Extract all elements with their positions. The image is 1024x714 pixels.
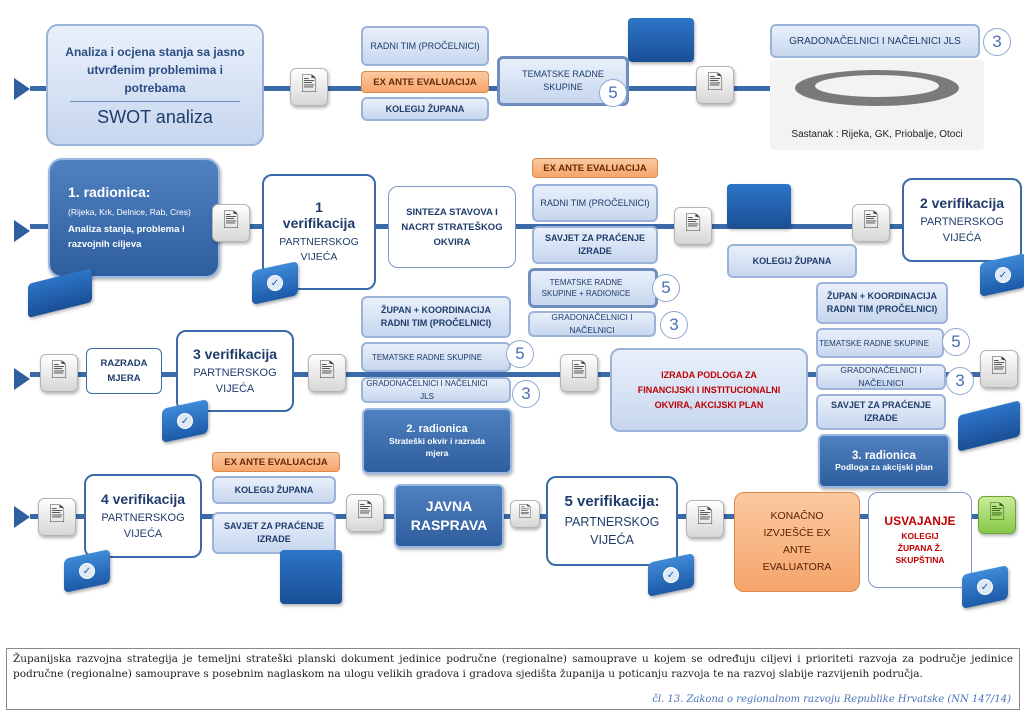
sinteza-box: SINTEZA STAVOVA I NACRT STRATEŠKOG OKVIR… (388, 186, 516, 268)
verif4-box: 4 verifikacija PARTNERSKOG VIJEĆA (84, 474, 202, 558)
meeting-icon (727, 184, 791, 228)
ex-ante-label: EX ANTE EVALUACIJA (212, 452, 340, 472)
document-icon: 🖹 (212, 204, 250, 242)
tematske-count: 5 (652, 274, 680, 302)
ex-ante-label: EX ANTE EVALUACIJA (361, 71, 489, 93)
swot-label: SWOT analiza (97, 106, 213, 127)
gradonacelnici-count: 3 (660, 311, 688, 339)
verif4-sub: PARTNERSKOG VIJEĆA (101, 511, 185, 540)
document-icon: 🖹 (38, 498, 76, 536)
verif3-box: 3 verifikacija PARTNERSKOG VIJEĆA (176, 330, 294, 412)
document-icon: 🖹 (346, 494, 384, 532)
sastanak-label: Sastanak : Rijeka, GK, Priobalje, Otoci (791, 129, 963, 140)
approved-document-icon: 🖹 (978, 496, 1016, 534)
tematske-count: 5 (599, 79, 627, 107)
tematske-box: TEMATSKE RADNE SKUPINE (361, 342, 511, 372)
analysis-title: Analiza i ocjena stanja sa jasno utvrđen… (65, 44, 245, 95)
flow-line-row3 (30, 372, 1010, 377)
verified-icon: ✓ (162, 399, 208, 443)
radionica3-title: 3. radionica (852, 450, 916, 462)
usvajanje-title: USVAJANJE (884, 514, 956, 528)
verif5-box: 5 verifikacija: PARTNERSKOG VIJEĆA (546, 476, 678, 566)
kolegij-box: KOLEGIJ ŽUPANA (361, 97, 489, 121)
verif1-sub: PARTNERSKOG VIJEĆA (279, 236, 359, 263)
radionica1-desc: Analiza stanja, problema i razvojnih cil… (68, 224, 185, 250)
kolegij-box: KOLEGIJ ŽUPANA (212, 476, 336, 504)
legal-footnote: Županijska razvojna strategija je temelj… (6, 648, 1020, 710)
zupan-koordinacija-box: ŽUPAN + KOORDINACIJA RADNI TIM (PROČELNI… (361, 296, 511, 338)
radionica1-box: 1. radionica: (Rijeka, Krk, Delnice, Rab… (48, 158, 220, 278)
row3-arrow-icon (14, 368, 30, 390)
verified-icon: ✓ (64, 549, 110, 593)
radionica1-places: (Rijeka, Krk, Delnice, Rab, Cres) (68, 207, 191, 217)
document-icon: 🖹 (40, 354, 78, 392)
round-table-image: Sastanak : Rijeka, GK, Priobalje, Otoci (770, 60, 984, 150)
tematske-box: TEMATSKE RADNE SKUPINE (816, 328, 944, 358)
verif1-number: 1 (315, 199, 323, 215)
radionica3-desc: Podloga za akcijski plan (835, 462, 933, 472)
radni-tim-box: RADNI TIM (PROČELNICI) (532, 184, 658, 222)
verif4-title: 4 verifikacija (100, 490, 186, 507)
gradonacelnici-count: 3 (512, 380, 540, 408)
radionica2-title: 2. radionica (406, 423, 468, 435)
document-icon: 🖹 (852, 204, 890, 242)
javna-rasprava-box: JAVNA RASPRAVA (394, 484, 504, 548)
meeting-icon (628, 18, 694, 62)
document-icon: 🖹 (686, 500, 724, 538)
document-icon: 🖹 (308, 354, 346, 392)
verif5-sub: PARTNERSKOG VIJEĆA (564, 515, 660, 547)
radionica2-desc: Strateški okvir i razrada mjera (389, 436, 485, 458)
radni-tim-box: RADNI TIM (PROČELNICI) (361, 26, 489, 66)
radionica2-box: 2. radionica Strateški okvir i razrada m… (362, 408, 512, 474)
analysis-divider (70, 100, 240, 102)
verif1-title: verifikacija (282, 215, 356, 231)
meeting-icon (958, 400, 1020, 452)
row4-arrow-icon (14, 506, 30, 528)
document-icon: 🖹 (980, 350, 1018, 388)
radionica1-title: 1. radionica: (68, 184, 151, 200)
savjet-box: SAVJET ZA PRAĆENJE IZRADE (212, 512, 336, 554)
row1-arrow-icon (14, 78, 30, 100)
document-icon: 🖹 (696, 66, 734, 104)
verif2-sub: PARTNERSKOG VIJEĆA (920, 215, 1004, 244)
document-icon: 🖹 (510, 500, 540, 528)
document-icon: 🖹 (290, 68, 328, 106)
verif5-title: 5 verifikacija: (564, 493, 660, 510)
round-table-icon (795, 70, 959, 106)
gradonacelnici-box: GRADONAČELNICI I NAČELNICI (816, 364, 946, 390)
tematske-count: 5 (942, 328, 970, 356)
tematske-radionice-box: TEMATSKE RADNE SKUPINE + RADIONICE (528, 268, 658, 308)
usvajanje-sub: KOLEGIJ ŽUPANA Ž. SKUPŠTINA (895, 531, 945, 565)
meeting-icon (28, 268, 92, 318)
document-icon: 🖹 (560, 354, 598, 392)
savjet-box: SAVJET ZA PRAĆENJE IZRADE (532, 226, 658, 264)
row2-arrow-icon (14, 220, 30, 242)
savjet-box: SAVJET ZA PRAĆENJE IZRADE (816, 394, 946, 430)
meeting-icon (280, 550, 342, 604)
razrada-box: RAZRADA MJERA (86, 348, 162, 394)
analysis-box: Analiza i ocjena stanja sa jasno utvrđen… (46, 24, 264, 146)
document-icon: 🖹 (674, 207, 712, 245)
tematske-count: 5 (506, 340, 534, 368)
verif2-title: 2 verifikacija (919, 194, 1005, 211)
gradonacelnici-box: GRADONAČELNICI I NAČELNICI (528, 311, 656, 337)
gradonacelnici-box: GRADONAČELNICI I NAČELNICI JLS (770, 24, 980, 58)
verif3-sub: PARTNERSKOG VIJEĆA (193, 366, 277, 395)
gradonacelnici-box: GRADONAČELNICI I NAČELNICI JLS (361, 377, 511, 403)
radionica3-box: 3. radionica Podloga za akcijski plan (818, 434, 950, 488)
footnote-text: Županijska razvojna strategija je temelj… (13, 653, 1013, 680)
zupan-koordinacija-box: ŽUPAN + KOORDINACIJA RADNI TIM (PROČELNI… (816, 282, 948, 324)
ex-ante-label: EX ANTE EVALUACIJA (532, 158, 658, 178)
gradonacelnici-count: 3 (946, 367, 974, 395)
kolegij-box: KOLEGIJ ŽUPANA (727, 244, 857, 278)
verified-icon: ✓ (252, 261, 298, 305)
gradonacelnici-count: 3 (983, 28, 1011, 56)
verif2-box: 2 verifikacija PARTNERSKOG VIJEĆA (902, 178, 1022, 262)
footnote-source: čl. 13. Zakona o regionalnom razvoju Rep… (652, 694, 1011, 705)
izrada-podloga-box: IZRADA PODLOGA ZA FINANCIJSKI I INSTITUC… (610, 348, 808, 432)
usvajanje-box: USVAJANJE KOLEGIJ ŽUPANA Ž. SKUPŠTINA (868, 492, 972, 588)
konacno-izvjesce-box: KONAČNO IZVJEŠĆE EX ANTE EVALUATORA (734, 492, 860, 592)
verif3-title: 3 verifikacija (192, 345, 278, 362)
